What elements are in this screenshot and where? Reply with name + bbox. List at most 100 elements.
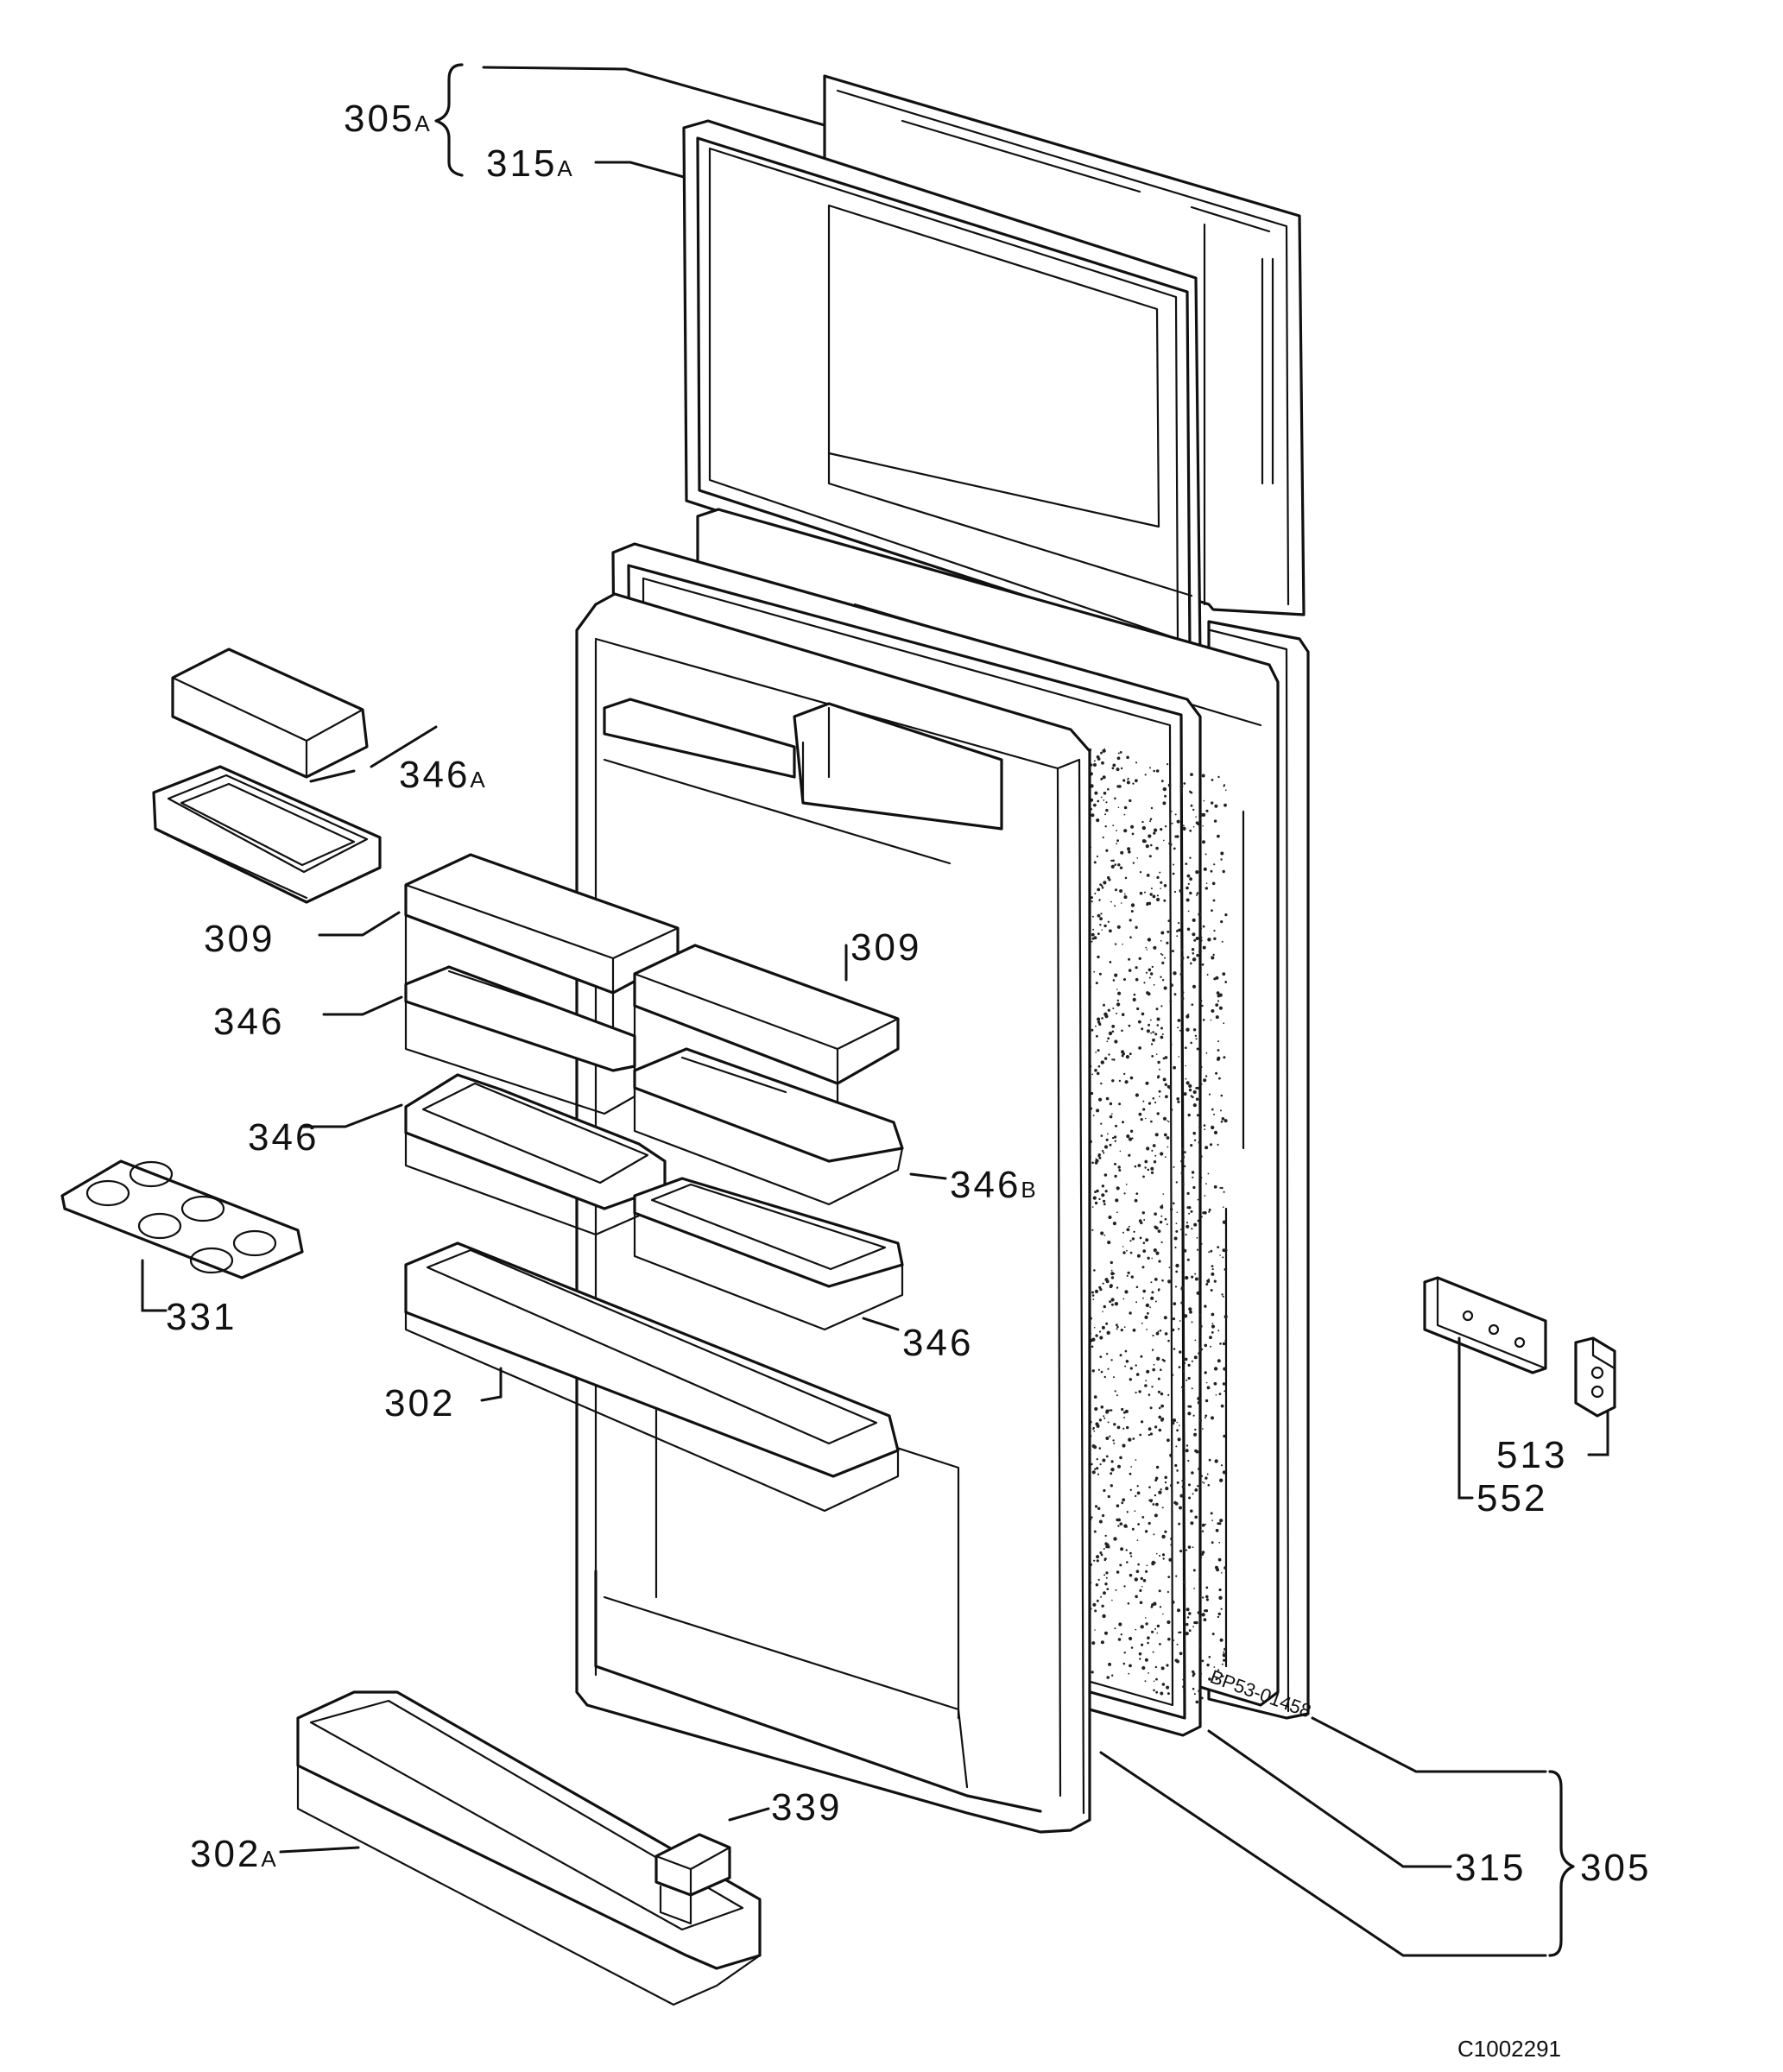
foam-dot [1180,1172,1184,1175]
foam-dot [1210,1019,1212,1021]
foam-dot [1100,1122,1103,1125]
foam-dot [1103,1415,1105,1418]
foam-dot [1116,768,1120,772]
foam-dot [1129,1378,1133,1381]
foam-dot [1144,1315,1148,1319]
foam-dot [1223,1390,1226,1393]
foam-dot [1160,888,1161,889]
foam-dot [1200,1216,1203,1218]
brace-305A [434,63,464,177]
foam-dot [1186,1014,1189,1017]
foam-dot [1126,1561,1129,1563]
foam-dot [1094,1201,1098,1205]
foam-dot [1102,1282,1104,1285]
foam-dot [1211,1519,1213,1521]
foam-dot [1197,1400,1201,1405]
foam-dot [1093,1269,1096,1272]
foam-dot [1200,1556,1203,1558]
foam-dot [1098,1097,1103,1102]
foam-dot [1223,1268,1227,1271]
foam-dot [1217,1330,1220,1332]
foam-dot [1126,1511,1129,1513]
foam-dot [1191,1321,1193,1323]
foam-dot [1196,1047,1199,1051]
label-552: 552 [1476,1477,1545,1519]
foam-dot [1150,1032,1152,1034]
foam-dot [1119,1522,1123,1526]
foam-dot [1221,1663,1223,1665]
foam-dot [1105,1437,1110,1440]
foam-dot [1100,1370,1103,1374]
foam-dot [1217,1143,1219,1146]
foam-dot [1123,1326,1126,1328]
foam-dot [1183,1480,1186,1482]
foam-dot [1108,1215,1112,1220]
foam-dot [1154,1627,1156,1630]
foam-dot [1185,1077,1187,1080]
foam-dot [1214,1459,1218,1463]
foam-dot [1182,824,1185,827]
foam-dot [1111,1058,1114,1061]
foam-dot [1128,1225,1130,1228]
foam-dot [1213,1279,1217,1283]
foam-dot [1210,1289,1213,1292]
foam-dot [1123,1416,1126,1418]
foam-dot [1187,1363,1191,1367]
foam-dot [1208,1251,1211,1254]
foam-dot [1173,1348,1176,1350]
foam-dot [1160,1666,1165,1671]
foam-dot [1167,1692,1170,1696]
foam-dot [1204,853,1207,856]
foam-dot [1103,1012,1108,1017]
foam-dot [1195,816,1197,818]
foam-dot [1122,1052,1125,1056]
foam-dot [1197,1611,1201,1614]
foam-dot [1097,1153,1102,1157]
foam-dot [1176,1211,1179,1214]
foam-dot [1096,1071,1100,1076]
foam-dot [1146,1564,1148,1567]
foam-dot [1107,1494,1110,1499]
foam-dot [1151,1630,1154,1633]
foam-dot [1199,831,1202,833]
foam-dot [1153,1160,1157,1164]
foam-dot [1223,1651,1225,1653]
foam-dot [1097,1064,1101,1068]
foam-dot [1199,1154,1203,1159]
foam-dot [1203,1618,1207,1621]
foam-dot [1164,1083,1168,1087]
foam-dot [1123,1652,1126,1654]
foam-dot [1148,834,1152,838]
foam-dot [1180,996,1185,1001]
butter-box-346a [152,648,382,904]
foam-dot [1138,1112,1142,1116]
foam-dot [1158,1428,1162,1432]
foam-dot [1116,1425,1121,1430]
foam-dot [1215,1003,1219,1007]
foam-dot [1123,895,1128,900]
foam-dot [1145,1380,1147,1382]
foam-dot [1167,930,1170,933]
foam-dot [1187,910,1190,913]
foam-dot [1151,1055,1154,1058]
foam-dot [1135,977,1139,982]
foam-dot [1102,1513,1105,1518]
foam-dot [1205,1595,1209,1599]
foam-dot [1145,1570,1148,1573]
foam-dot [1108,1662,1112,1666]
foam-dot [1091,1091,1094,1096]
foam-dot [1160,1035,1164,1039]
foam-dot [1112,1008,1115,1009]
foam-dot [1202,840,1205,844]
foam-dot [1161,1033,1164,1035]
foam-dot [1094,893,1097,894]
foam-dot [1097,932,1100,935]
foam-dot [1116,1323,1118,1327]
foam-dot [1211,779,1214,781]
foam-dot [1179,1350,1182,1354]
foam-dot [1100,1406,1104,1409]
foam-dot [1153,983,1155,986]
foam-dot [1164,1056,1168,1059]
foam-dot [1186,1379,1188,1381]
foam-dot [1116,756,1121,761]
